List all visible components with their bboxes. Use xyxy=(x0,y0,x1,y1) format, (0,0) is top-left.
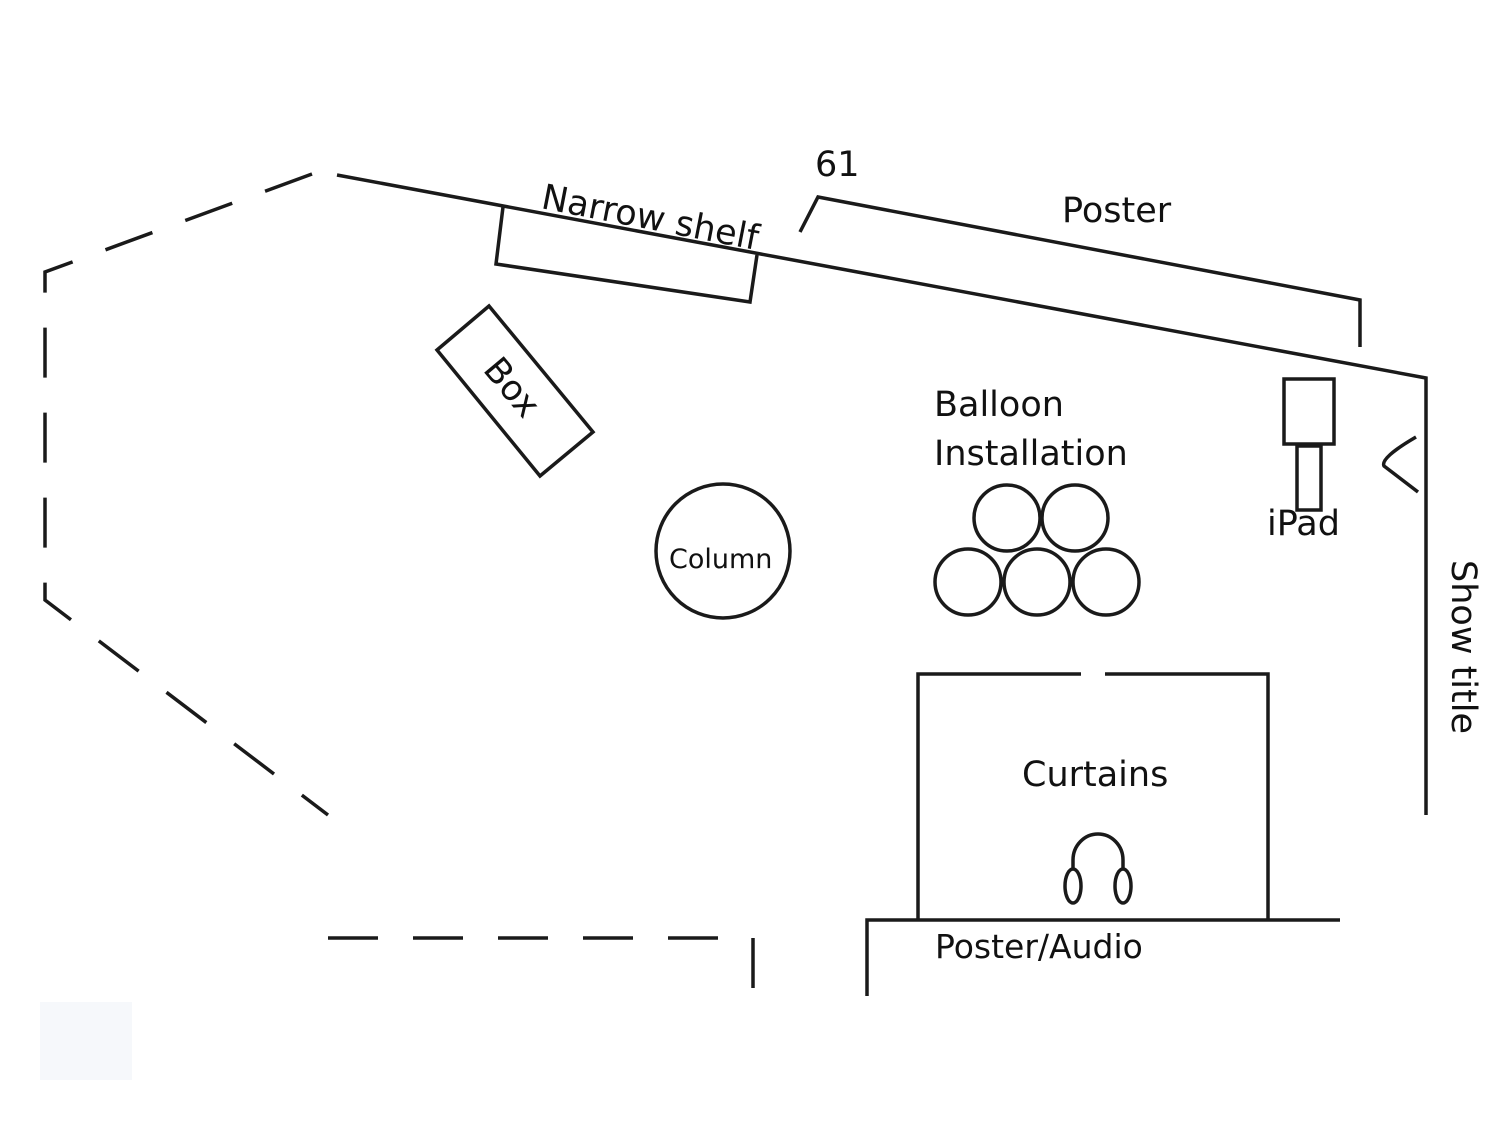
narrow-shelf xyxy=(494,206,759,304)
balloon xyxy=(1002,547,1072,617)
curtains-right xyxy=(1105,672,1270,920)
balloon-label-line2: Installation xyxy=(934,434,1128,474)
balloon-installation xyxy=(933,483,1141,617)
box xyxy=(434,303,596,479)
balloon xyxy=(933,547,1003,617)
ipad-label: iPad xyxy=(1267,504,1340,544)
top-wall xyxy=(336,173,1428,815)
ipad-screen xyxy=(1282,377,1336,446)
balloon xyxy=(972,483,1042,553)
poster-wall-bracket xyxy=(798,195,1362,347)
curtains-label: Curtains xyxy=(1022,755,1168,795)
ipad-stand xyxy=(1295,444,1323,512)
curtains-left xyxy=(916,672,1081,920)
show-title-label: Show title xyxy=(1443,560,1483,734)
number-label: 61 xyxy=(815,145,860,185)
narrow-shelf-label: Narrow shelf xyxy=(538,178,762,259)
headphones-icon xyxy=(1063,832,1133,905)
balloon-label-line1: Balloon xyxy=(934,385,1064,425)
poster-audio-wall xyxy=(865,918,1340,996)
boundary-dashed-bottom xyxy=(328,936,755,998)
boundary-dashed-left xyxy=(43,172,330,817)
column-label: Column xyxy=(669,544,772,575)
poster-audio-label: Poster/Audio xyxy=(935,927,1143,966)
column xyxy=(654,482,792,620)
balloon xyxy=(1040,483,1110,553)
watermark-block xyxy=(40,1002,132,1080)
poster-label: Poster xyxy=(1062,191,1172,231)
door-swing xyxy=(1381,435,1420,494)
balloon xyxy=(1071,547,1141,617)
